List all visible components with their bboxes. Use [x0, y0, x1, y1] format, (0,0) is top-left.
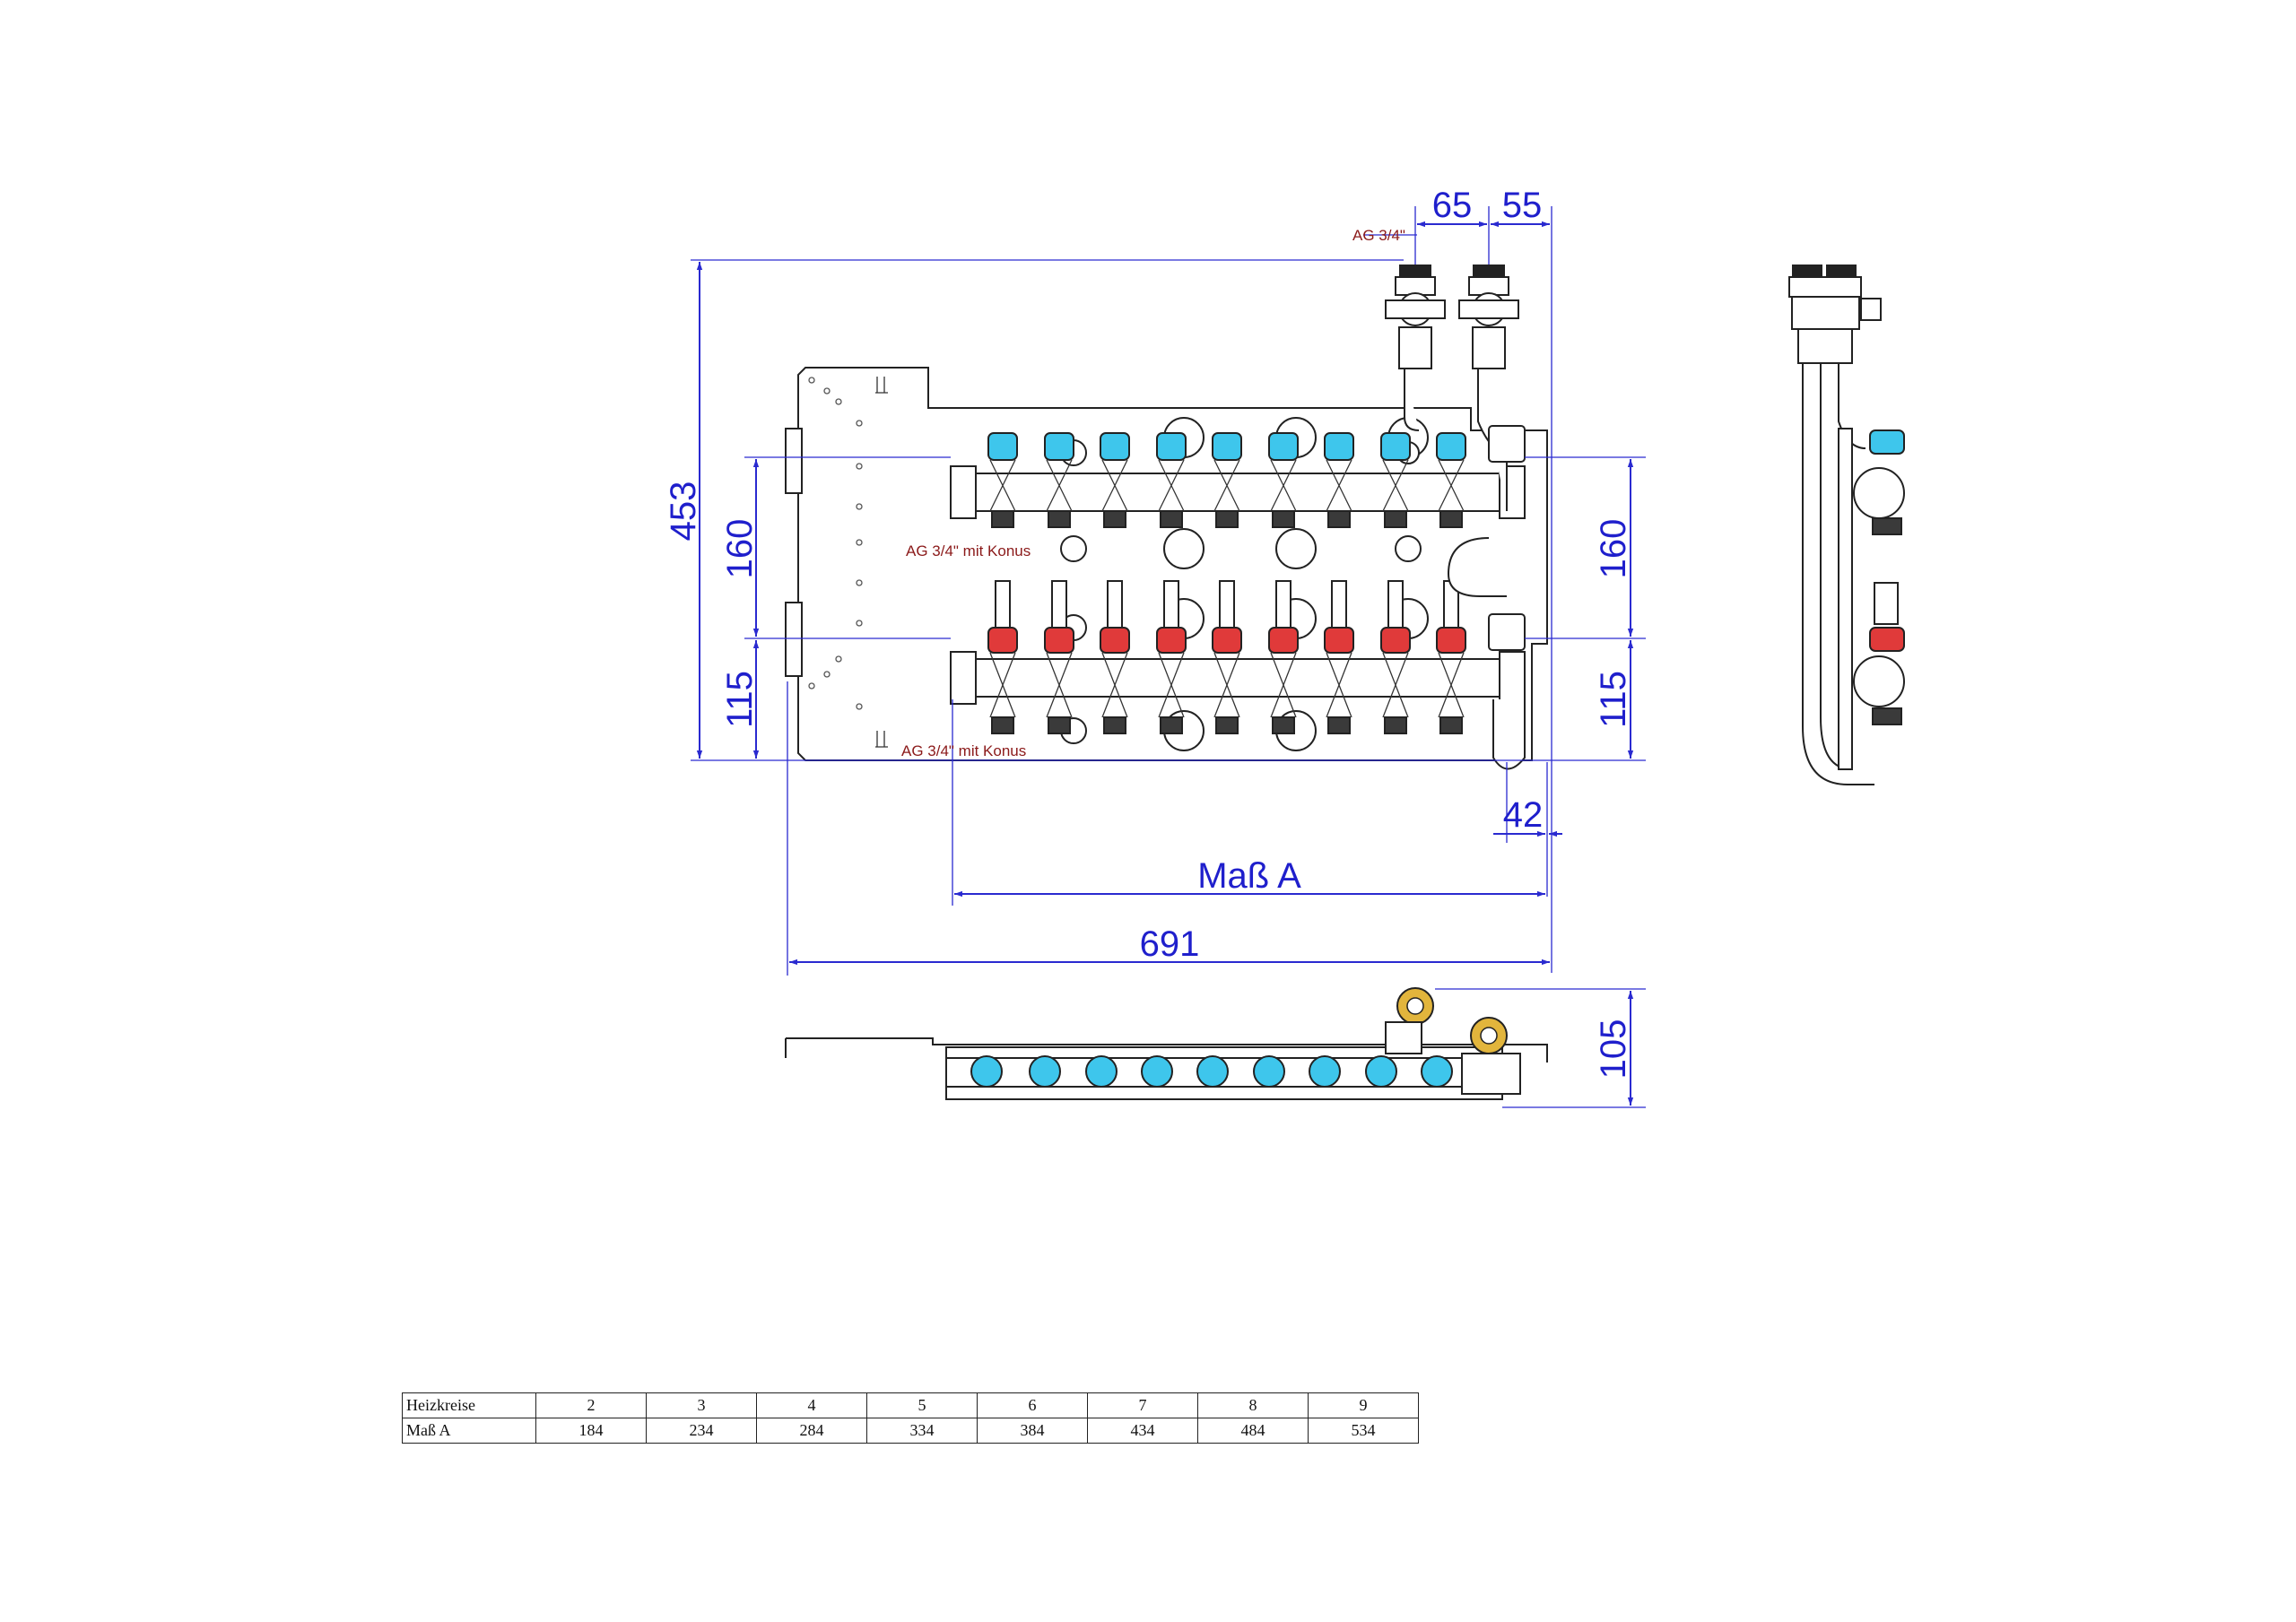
table-row: Maß A 184 234 284 334 384 434 484 534 [402, 1418, 1419, 1444]
table-cell: 2 [535, 1392, 647, 1418]
dim-overall-height: 453 [664, 481, 703, 542]
dim-depth: 105 [1594, 1019, 1633, 1080]
return-spindles [995, 580, 1459, 629]
table-row-label: Maß A [402, 1418, 536, 1444]
table-cell: 6 [977, 1392, 1088, 1418]
ball-valve-flow [1385, 265, 1446, 431]
top-view [785, 987, 1548, 1100]
table-cell: 534 [1308, 1418, 1419, 1444]
table-row: Heizkreise 2 3 4 5 6 7 8 9 [402, 1392, 1419, 1418]
dimension-texts: 453 160 115 160 115 65 55 42 Maß A 691 1… [664, 186, 1633, 1079]
note-top-connection: AG 3/4" [1352, 227, 1405, 244]
dim-offset: 42 [1503, 795, 1544, 835]
wall-bracket-lower [785, 602, 803, 677]
table-cell: 184 [535, 1418, 647, 1444]
table-cell: 484 [1197, 1418, 1309, 1444]
side-view [1788, 265, 1905, 785]
dim-top-left: 65 [1432, 186, 1473, 225]
table-cell: 334 [866, 1418, 978, 1444]
return-valve-caps [987, 627, 1466, 654]
dim-right-upper: 160 [1594, 519, 1633, 579]
valve-bodies [989, 459, 1465, 718]
front-view [785, 265, 1548, 770]
table-cell: 9 [1308, 1392, 1419, 1418]
dimension-lines [691, 206, 1646, 1108]
table-cell: 7 [1087, 1392, 1198, 1418]
table-cell: 4 [756, 1392, 867, 1418]
table-cell: 384 [977, 1418, 1088, 1444]
note-middle-connection: AG 3/4" mit Konus [906, 542, 1031, 559]
wall-bracket-upper [785, 428, 803, 494]
connection-notes: AG 3/4" AG 3/4" mit Konus AG 3/4" mit Ko… [901, 227, 1405, 759]
note-bottom-connection: AG 3/4" mit Konus [901, 742, 1026, 759]
table-cell: 434 [1087, 1418, 1198, 1444]
table-cell: 3 [646, 1392, 757, 1418]
dim-right-lower: 115 [1594, 671, 1633, 728]
plate-holes [808, 377, 863, 710]
table-header-label: Heizkreise [402, 1392, 536, 1418]
dim-left-lower: 115 [720, 671, 760, 728]
table-cell: 234 [646, 1418, 757, 1444]
dim-overall-width: 691 [1140, 924, 1200, 964]
top-view-caps [970, 1055, 1453, 1088]
outlet-nipples [991, 510, 1463, 734]
flow-manifold-bar [950, 473, 1526, 512]
flow-valve-caps [987, 432, 1466, 461]
table-cell: 8 [1197, 1392, 1309, 1418]
dim-top-right: 55 [1502, 186, 1543, 225]
dim-left-upper: 160 [720, 519, 760, 579]
return-manifold-bar [950, 658, 1526, 698]
table-cell: 5 [866, 1392, 978, 1418]
dimension-table: Heizkreise 2 3 4 5 6 7 8 9 Maß A 184 234… [402, 1392, 1419, 1444]
dim-mass-a: Maß A [1197, 856, 1301, 896]
table-cell: 284 [756, 1418, 867, 1444]
